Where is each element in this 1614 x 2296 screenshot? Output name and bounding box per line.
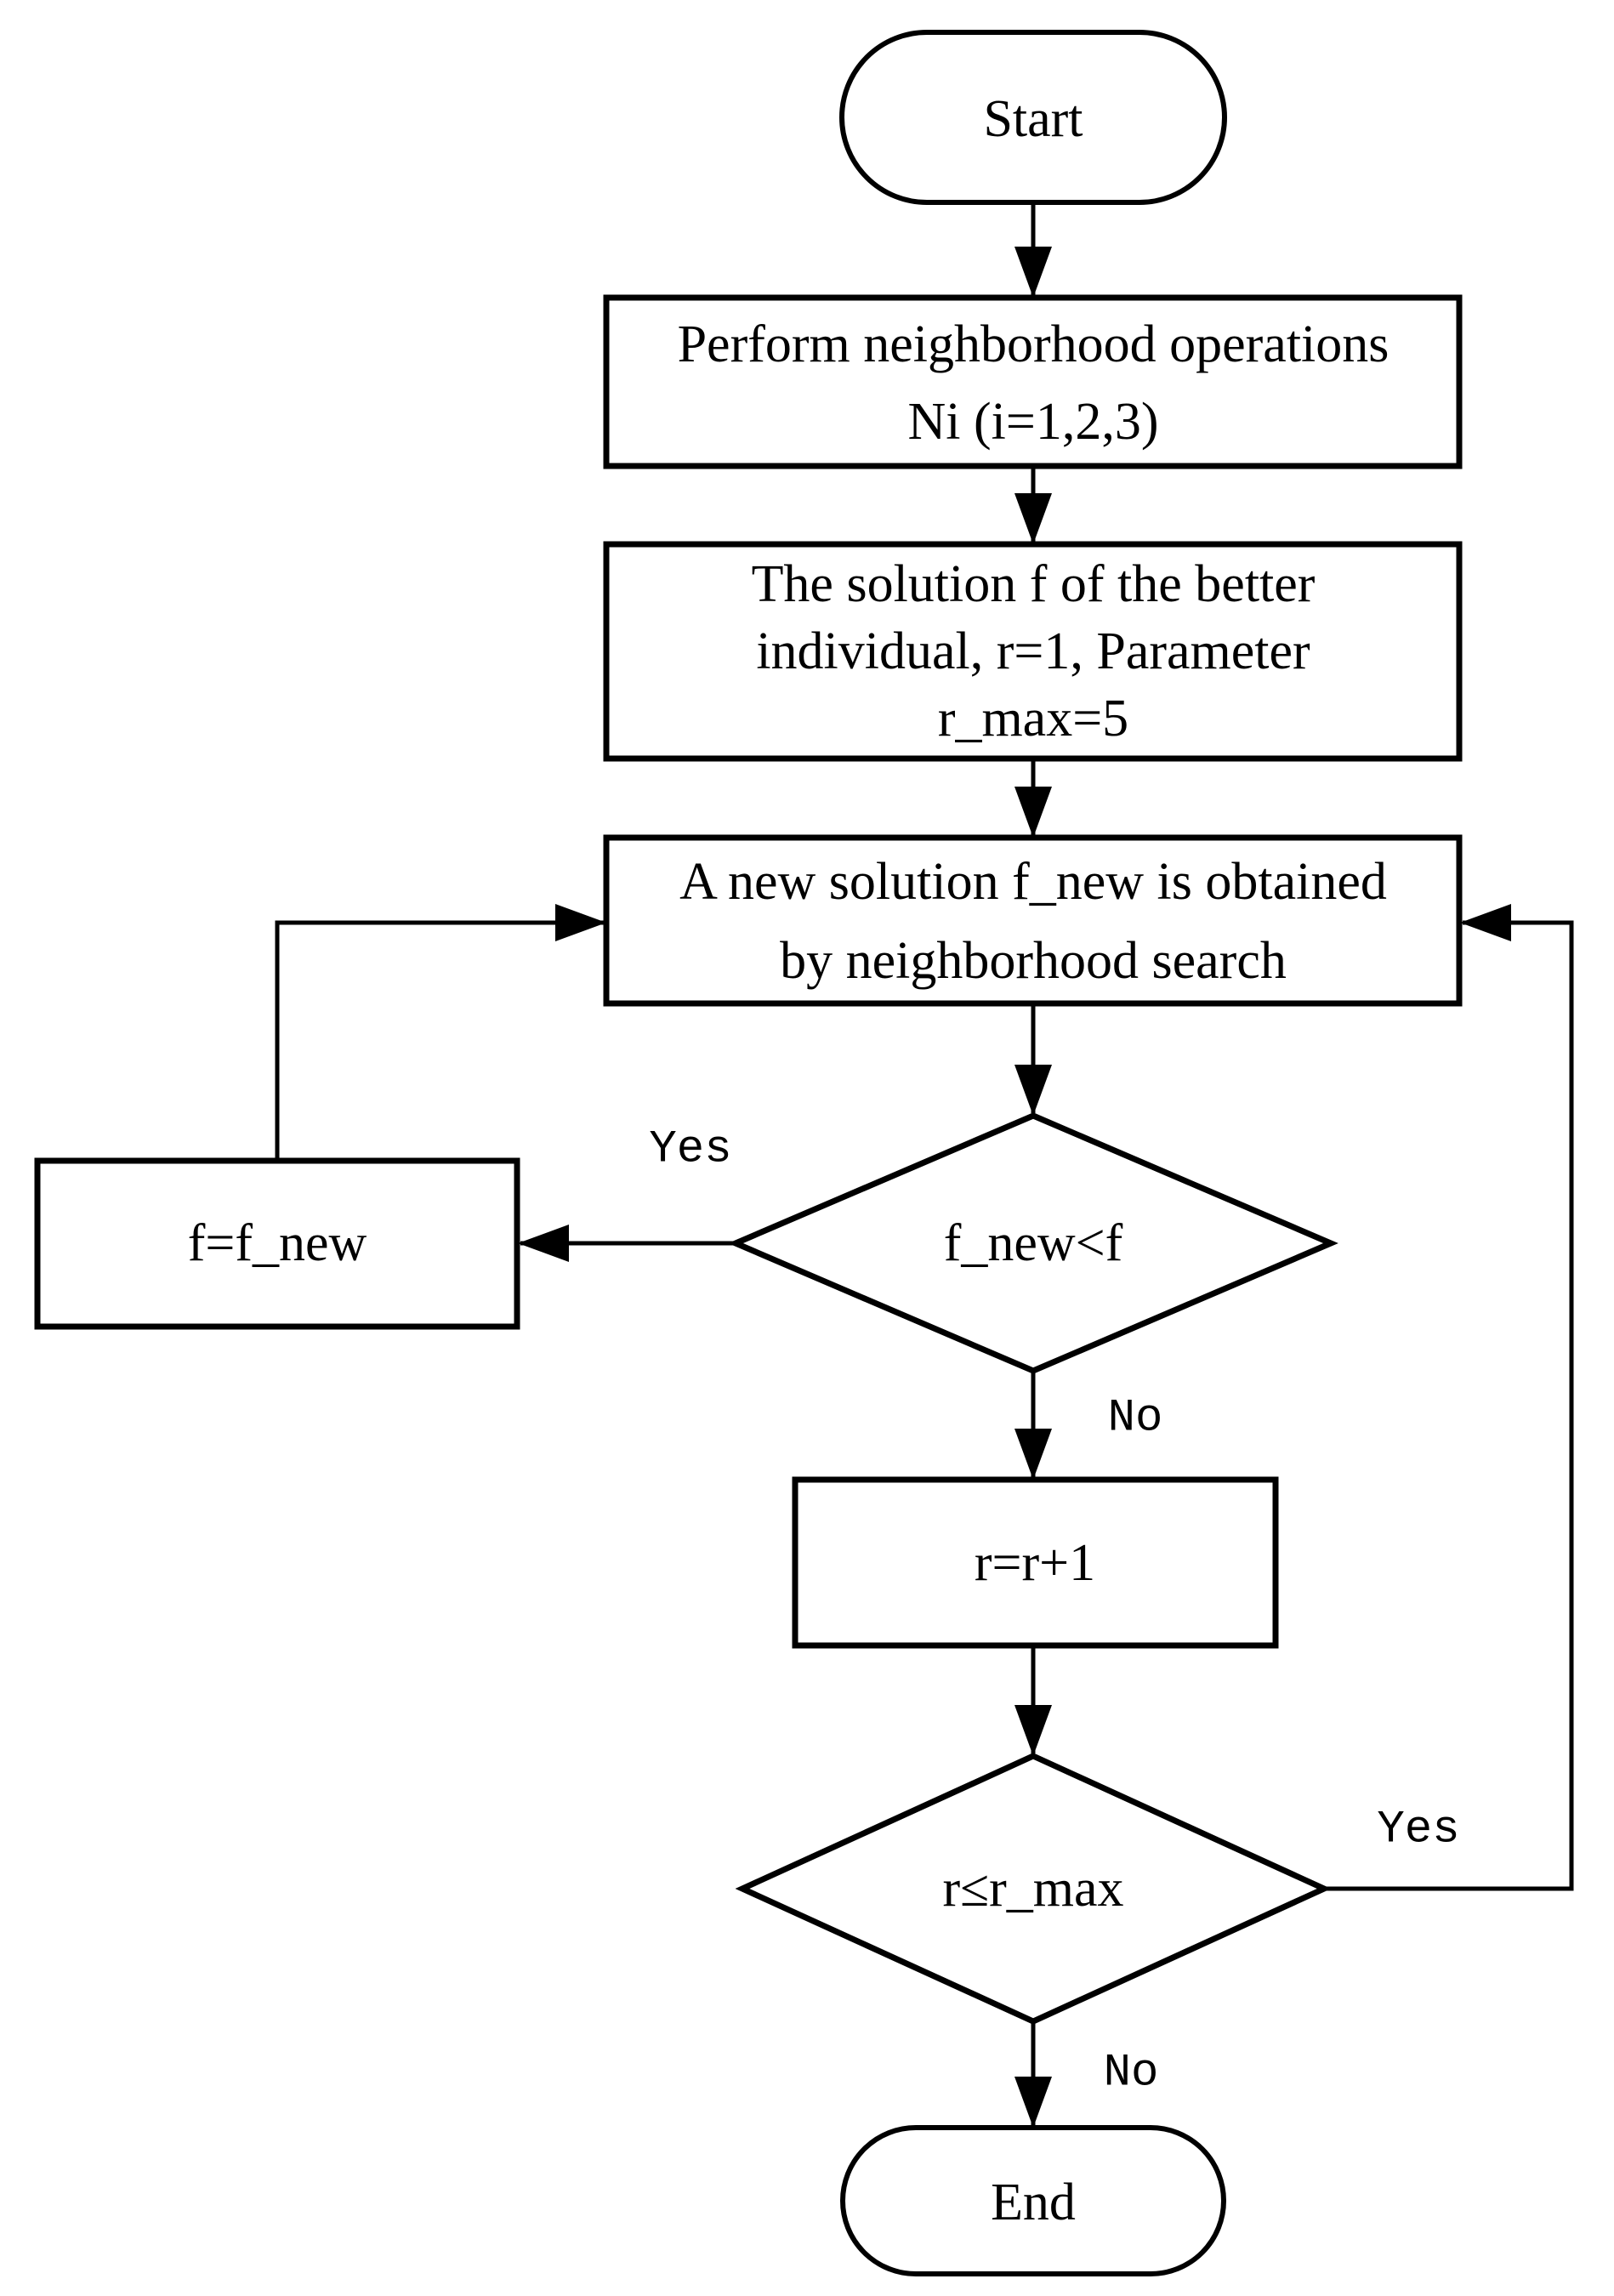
update-solution-process: f=f_new: [34, 1157, 520, 1330]
arrow-update-loop-to-search: [275, 904, 606, 1161]
update-solution-label: f=f_new: [188, 1214, 367, 1272]
end-terminator: End: [840, 2125, 1226, 2276]
rmax-decision-label: r≤r_max: [942, 1860, 1123, 1918]
update-solution-shape: [34, 1157, 520, 1330]
compare-yes-label: Yes: [649, 1124, 731, 1176]
start-label: Start: [983, 90, 1083, 148]
rmax-decision: r≤r_max: [735, 1753, 1332, 2025]
start-terminator: Start: [839, 30, 1227, 205]
rmax-no-label: No: [1104, 2048, 1159, 2100]
compare-decision-label: f_new<f: [944, 1214, 1123, 1272]
initial-solution-line-2: individual, r=1, Parameter: [756, 622, 1310, 680]
neighborhood-search-shape: [603, 834, 1463, 1007]
rmax-yes-label: Yes: [1377, 1804, 1459, 1856]
end-terminator-shape: [840, 2125, 1226, 2276]
neighborhood-search-line-2: by neighborhood search: [780, 932, 1287, 990]
increment-r-label: r=r+1: [975, 1534, 1095, 1592]
initial-solution-shape: [603, 541, 1463, 762]
initial-solution-process: The solution f of the better individual,…: [603, 541, 1463, 762]
perform-operations-line-1: Perform neighborhood operations: [678, 315, 1390, 373]
edge-labels: Yes No Yes No: [649, 1124, 1459, 2100]
neighborhood-search-process: A new solution f_new is obtained by neig…: [603, 834, 1463, 1007]
increment-r-process: r=r+1: [792, 1476, 1279, 1649]
arrow-rmax-yes-loop-to-search: [1324, 904, 1574, 1891]
increment-r-shape: [792, 1476, 1279, 1649]
perform-operations-shape: [603, 294, 1463, 469]
compare-no-label: No: [1108, 1393, 1163, 1445]
initial-solution-line-1: The solution f of the better: [752, 555, 1316, 613]
connectors: [275, 204, 1574, 2128]
compare-decision: f_new<f: [728, 1112, 1338, 1374]
start-terminator-shape: [839, 30, 1227, 205]
perform-operations-line-2: Ni (i=1,2,3): [908, 393, 1159, 451]
end-label: End: [991, 2174, 1076, 2231]
rmax-decision-shape: [735, 1753, 1332, 2025]
compare-decision-shape: [728, 1112, 1338, 1374]
perform-operations-process: Perform neighborhood operations Ni (i=1,…: [603, 294, 1463, 469]
neighborhood-search-line-1: A new solution f_new is obtained: [679, 853, 1387, 911]
initial-solution-line-3: r_max=5: [938, 690, 1128, 747]
